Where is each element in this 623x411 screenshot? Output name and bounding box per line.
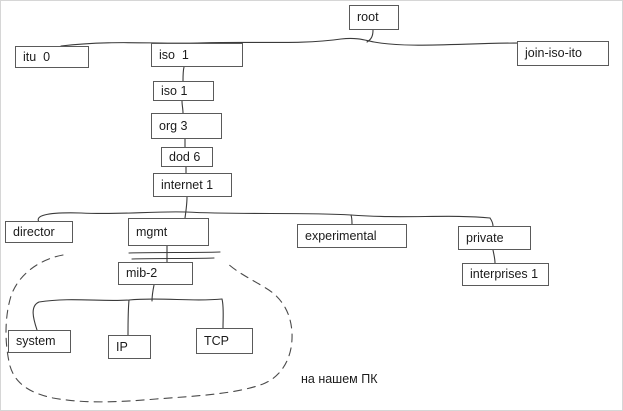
edge-private-drop xyxy=(489,217,494,227)
node-org: org 3 xyxy=(151,113,222,139)
edge-mib2-drop xyxy=(151,284,155,302)
node-tcp: TCP xyxy=(196,328,253,354)
node-ip: IP xyxy=(108,335,151,359)
node-mib2: mib-2 xyxy=(118,262,193,285)
edge-ip-drop xyxy=(127,299,130,336)
node-join-iso-ito: join-iso-ito xyxy=(517,41,609,66)
node-private: private xyxy=(458,226,531,250)
edge-iso-iso2 xyxy=(182,66,185,82)
node-dod: dod 6 xyxy=(161,147,213,167)
edge-mgmt-underline-1 xyxy=(128,251,221,254)
edge-private-interprises xyxy=(492,249,496,264)
edge-experimental-drop xyxy=(350,214,353,225)
node-internet: internet 1 xyxy=(153,173,232,197)
node-iso2: iso 1 xyxy=(153,81,214,101)
node-mgmt: mgmt xyxy=(128,218,209,246)
edge-mgmt-underline-2 xyxy=(131,257,215,260)
edge-root-drop xyxy=(366,29,374,43)
edge-level3-horizontal xyxy=(32,298,223,331)
edge-iso2-org xyxy=(181,100,184,114)
node-system: system xyxy=(8,330,71,353)
node-root: root xyxy=(349,5,399,30)
edge-tcp-drop xyxy=(221,298,224,329)
node-director: director xyxy=(5,221,73,243)
edge-level1-horizontal xyxy=(60,37,543,47)
edge-level2-horizontal xyxy=(37,211,491,223)
edge-internet-drop xyxy=(184,196,188,219)
annotation-local-pc: на нашем ПК xyxy=(301,372,378,386)
node-iso-top: iso 1 xyxy=(151,43,243,67)
node-experimental: experimental xyxy=(297,224,407,248)
node-interprises: interprises 1 xyxy=(462,263,549,286)
node-itu: itu 0 xyxy=(15,46,89,68)
